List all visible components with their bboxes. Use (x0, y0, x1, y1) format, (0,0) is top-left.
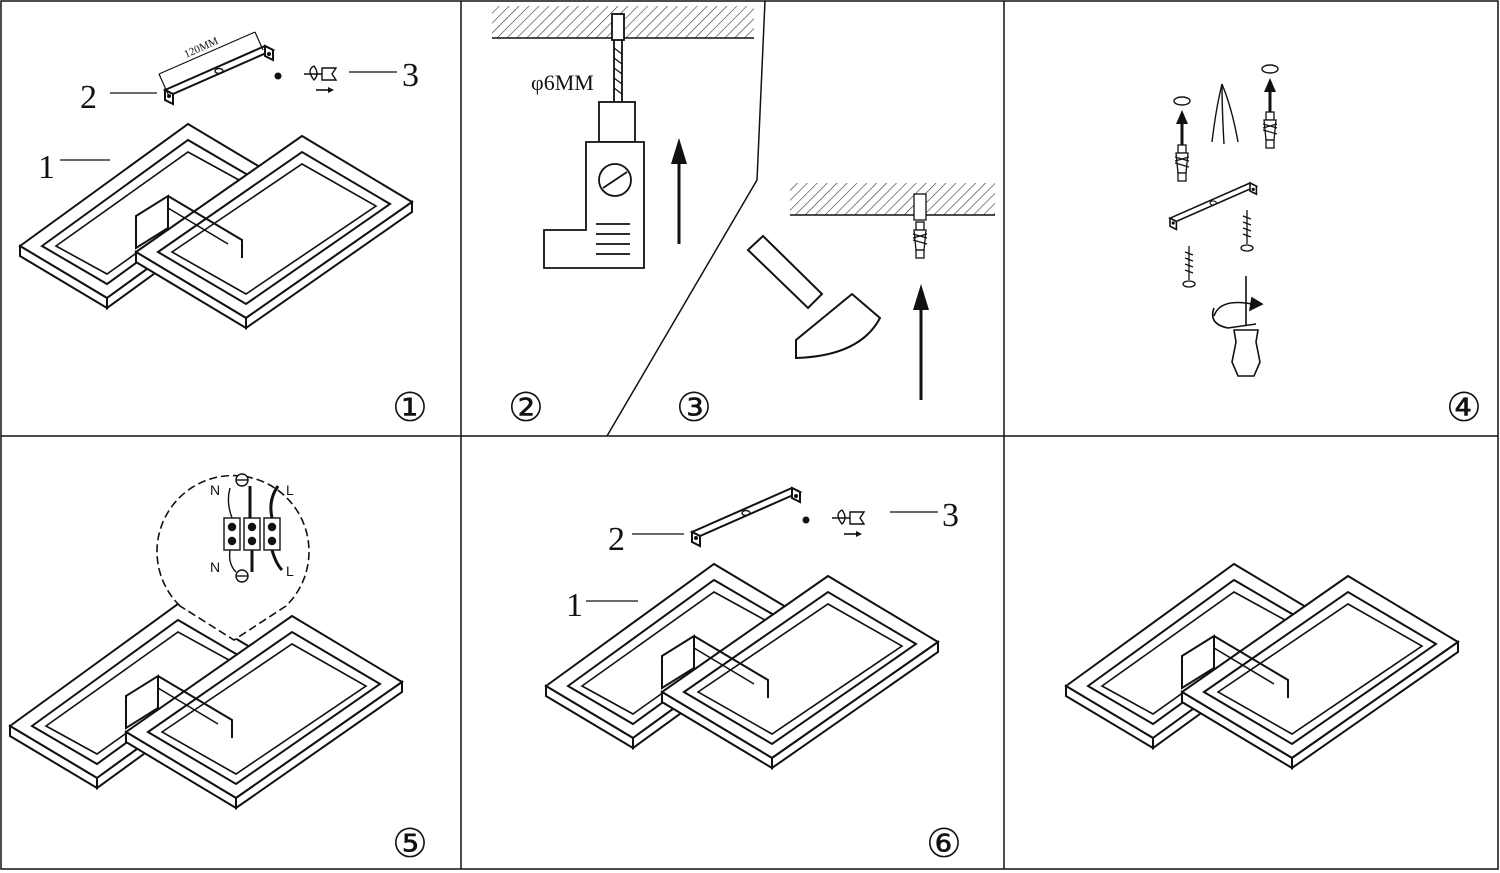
hammer-icon (746, 234, 882, 360)
wire-l-label-bottom: L (286, 563, 294, 579)
step-number-3: ③ (676, 385, 712, 431)
ceiling-hatch-2 (790, 183, 995, 215)
wall-anchor-icon (912, 221, 928, 259)
panel-step-1: 120MM 2 1 3 ① (19, 31, 428, 431)
drill-size-label: φ6MM (531, 70, 594, 95)
screw-icon-3 (801, 509, 865, 538)
lamp-fixture (19, 123, 413, 329)
lamp-fixture-installed (1065, 563, 1459, 769)
callout-1-step6: 1 (566, 587, 583, 624)
arrow-up-icon-3 (1176, 110, 1188, 146)
mounting-bracket-3 (691, 487, 801, 547)
dimension-line (158, 31, 264, 95)
callout-2-step6: 2 (608, 521, 625, 558)
step-number-1: ① (392, 385, 428, 431)
arrow-up-icon-4 (1264, 78, 1276, 112)
cap-icon-right (1261, 64, 1279, 74)
callout-1: 1 (38, 149, 55, 186)
screw-icon (273, 65, 337, 94)
callout-2: 2 (80, 79, 97, 116)
wire-icon (1211, 83, 1239, 145)
mounting-bracket (164, 45, 274, 105)
callout-3: 3 (402, 57, 419, 94)
cap-icon (1173, 96, 1191, 106)
step-number-6: ⑥ (926, 821, 962, 867)
callout-3-step6: 3 (942, 497, 959, 534)
wire-n-label-bottom: N (210, 559, 220, 575)
panel-step-6: 2 1 3 ⑥ (545, 487, 962, 867)
lamp-fixture-2 (9, 603, 403, 809)
panel-step-4: ④ (1169, 64, 1482, 431)
step-number-5: ⑤ (392, 821, 428, 867)
step-number-4: ④ (1446, 385, 1482, 431)
terminal-block-icon (223, 473, 284, 583)
arrow-up-icon-2 (913, 284, 929, 400)
dimension-label: 120MM (182, 35, 220, 61)
arrow-up-icon (671, 138, 687, 244)
screw-icon-2 (1182, 210, 1254, 288)
panel-step-5: N L N L ⑤ (9, 473, 428, 867)
lamp-fixture-3 (545, 563, 939, 769)
panel-finished (1065, 563, 1459, 769)
wall-anchor-icon-right (1262, 111, 1278, 149)
wire-n-label-top: N (210, 482, 220, 498)
step-number-2: ② (508, 385, 544, 431)
screwdriver-icon (1211, 276, 1264, 377)
wire-l-label-top: L (286, 482, 294, 498)
drill-icon (543, 13, 645, 269)
panel-step-2-3: φ6MM ② ③ (492, 0, 995, 437)
wall-anchor-icon-left (1174, 144, 1190, 182)
